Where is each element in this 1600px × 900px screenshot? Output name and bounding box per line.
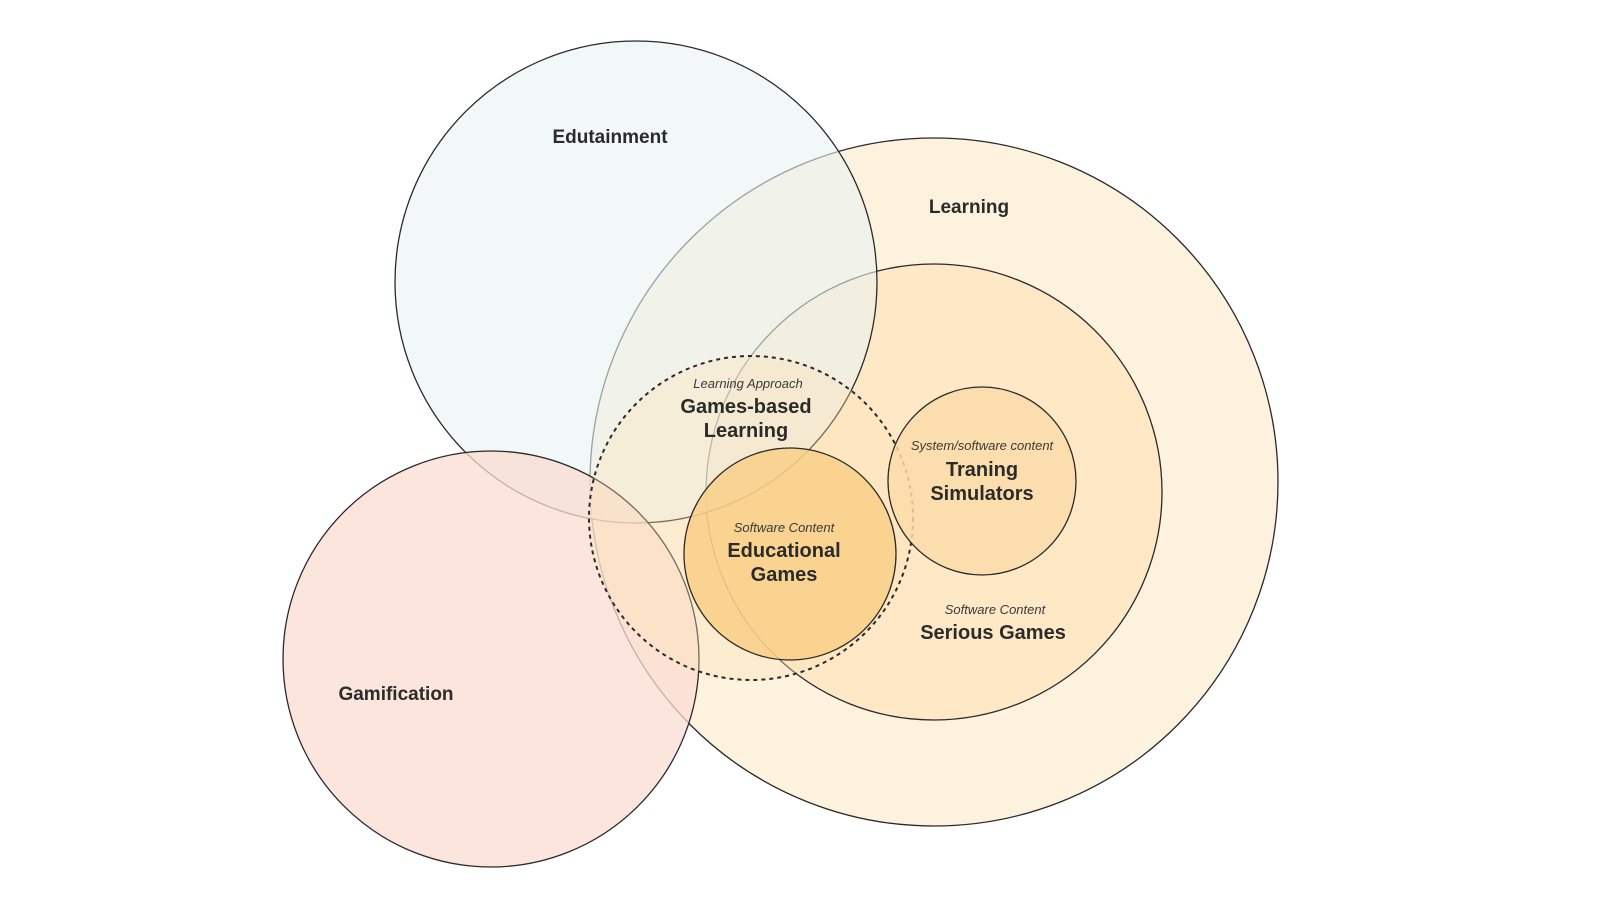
training-simulators-category: System/software content <box>911 438 1055 453</box>
games-based-learning-label-line2: Learning <box>704 420 788 442</box>
training-simulators-circle <box>887 386 1077 576</box>
learning-label: Learning <box>929 197 1009 218</box>
edutainment-label: Edutainment <box>552 127 668 148</box>
training-simulators-label-line1: Traning <box>946 459 1018 481</box>
educational-games-category: Software Content <box>734 520 836 535</box>
games-based-learning-category: Learning Approach <box>693 376 802 391</box>
gamification-label: Gamification <box>338 684 453 705</box>
gamification-circle <box>282 450 700 868</box>
training-simulators-label-line2: Simulators <box>930 483 1033 505</box>
serious-games-label: Serious Games <box>920 622 1066 644</box>
serious-games-category: Software Content <box>945 602 1047 617</box>
educational-games-label-line1: Educational <box>727 540 840 562</box>
educational-games-label-line2: Games <box>751 564 818 586</box>
games-based-learning-label-line1: Games-based <box>680 396 811 418</box>
educational-games-circle <box>683 447 897 661</box>
